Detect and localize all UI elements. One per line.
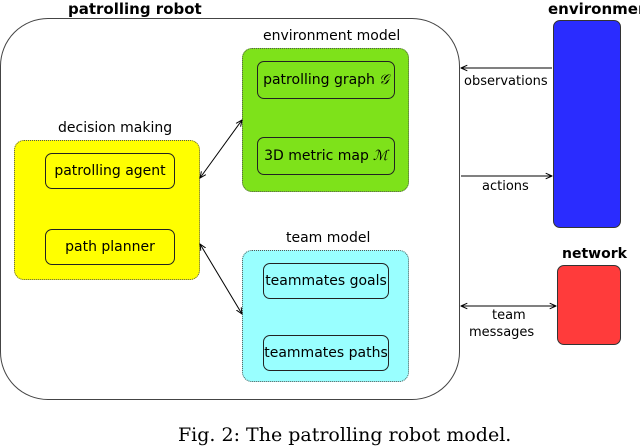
figure-caption: Fig. 2: The patrolling robot model.	[178, 424, 512, 446]
decision-teammodel-arrow	[200, 244, 242, 314]
network-block	[557, 265, 621, 345]
team-model-title: team model	[286, 230, 371, 246]
decision-making-title: decision making	[58, 120, 173, 136]
patrolling-robot-boundary	[0, 18, 460, 400]
connection-arrows	[0, 0, 640, 437]
patrolling-agent-box: patrolling agent	[45, 153, 175, 189]
actions-label: actions	[482, 179, 529, 194]
team-messages-label-line2: messages	[469, 325, 535, 340]
teammates-goals-box: teammates goals	[263, 263, 389, 299]
metric-map-label: 3D metric map	[264, 148, 369, 164]
patrolling-graph-label: patrolling graph	[263, 72, 375, 88]
decision-envmodel-arrow	[200, 120, 242, 178]
environment-title: environment	[548, 0, 640, 18]
teammates-paths-box: teammates paths	[263, 335, 389, 371]
environment-block	[553, 20, 621, 228]
observations-label: observations	[464, 74, 548, 89]
environment-model-title: environment model	[263, 28, 401, 44]
decision-making-group: patrolling agent path planner	[14, 140, 200, 280]
path-planner-box: path planner	[45, 229, 175, 265]
team-messages-label-line1: team	[492, 308, 526, 323]
map-symbol: ℳ	[372, 148, 388, 164]
team-model-group: teammates goals teammates paths	[242, 250, 409, 382]
network-title: network	[562, 246, 627, 262]
graph-symbol: 𝒢	[378, 72, 389, 88]
patrolling-robot-title: patrolling robot	[68, 0, 202, 18]
